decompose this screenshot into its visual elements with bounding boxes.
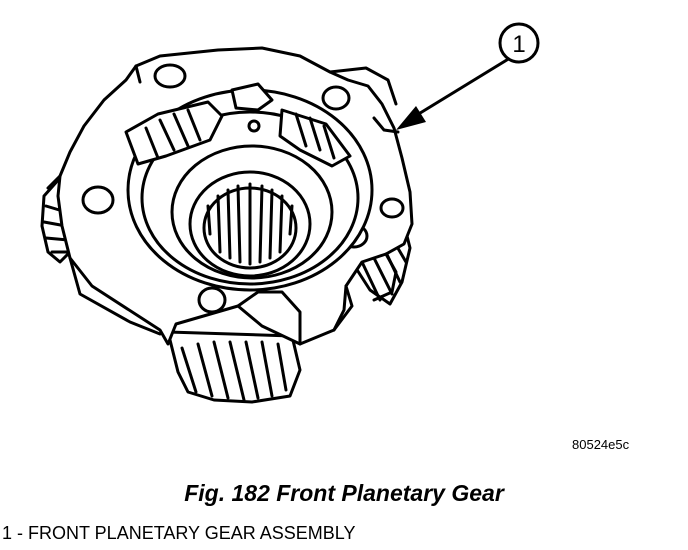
figure-reference-code: 80524e5c [572, 437, 630, 452]
callout-arrow [396, 56, 511, 130]
planet-gear-teeth-bottom [166, 330, 302, 404]
pinion-window-right [278, 108, 352, 168]
figure-caption: Fig. 182 Front Planetary Gear [184, 480, 504, 506]
pinion-window-top [230, 82, 274, 133]
callout-number: 1 [512, 31, 525, 58]
pinion-window-left [124, 100, 224, 166]
carrier-lobe-edges [46, 64, 400, 346]
callout-1: 1 [498, 22, 540, 64]
sun-gear-splines [188, 170, 312, 278]
legend-item-1: 1 - FRONT PLANETARY GEAR ASSEMBLY [2, 523, 356, 543]
